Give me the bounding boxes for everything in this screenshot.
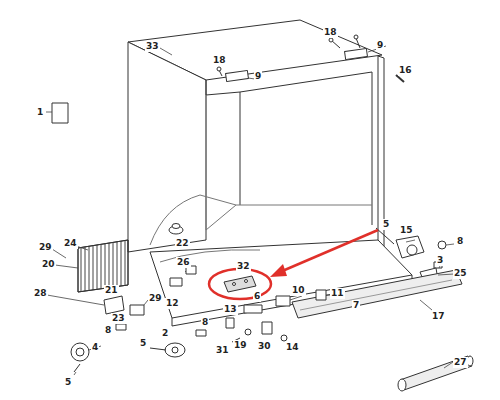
- callout-number: 8: [201, 317, 209, 328]
- callout-number: 4: [91, 342, 99, 353]
- callout-number: 26: [176, 257, 191, 268]
- callout-number: 9: [376, 40, 384, 51]
- callout-number: 28: [33, 288, 48, 299]
- callout-number: 14: [285, 342, 300, 353]
- callout-number: 2: [161, 328, 169, 339]
- callout-number: 20: [41, 259, 56, 270]
- callout-number: 15: [399, 225, 414, 236]
- callout-number: 10: [291, 285, 306, 296]
- callout-number: 29: [38, 242, 53, 253]
- callout-number: 3: [436, 255, 444, 266]
- callout-number: 29: [148, 293, 163, 304]
- callout-number: 11: [330, 288, 345, 299]
- callout-number: 8: [104, 325, 112, 336]
- callout-number: 31: [215, 345, 230, 356]
- callout-number: 1: [36, 107, 44, 118]
- callout-number: 19: [233, 340, 248, 351]
- callout-number: 27: [453, 357, 468, 368]
- callout-number: 18: [323, 27, 338, 38]
- callout-number: 16: [398, 65, 413, 76]
- callout-number: 13: [223, 304, 238, 315]
- callout-number: 17: [431, 311, 446, 322]
- callout-number: 12: [165, 298, 180, 309]
- callout-number: 9: [254, 71, 262, 82]
- callout-number: 33: [145, 41, 160, 52]
- callout-number: 25: [453, 268, 468, 279]
- callout-number: 18: [212, 55, 227, 66]
- callout-number: 23: [111, 313, 126, 324]
- callout-number: 7: [352, 300, 360, 311]
- callout-number: 30: [257, 341, 272, 352]
- callout-number: 22: [175, 238, 190, 249]
- callout-number: 5: [382, 219, 390, 230]
- callout-number: 32: [236, 261, 251, 272]
- callout-number: 24: [63, 238, 78, 249]
- callout-number: 8: [456, 236, 464, 247]
- callout-number: 6: [253, 291, 261, 302]
- callout-number: 5: [64, 377, 72, 388]
- callout-number: 21: [104, 285, 119, 296]
- callout-number: 5: [139, 338, 147, 349]
